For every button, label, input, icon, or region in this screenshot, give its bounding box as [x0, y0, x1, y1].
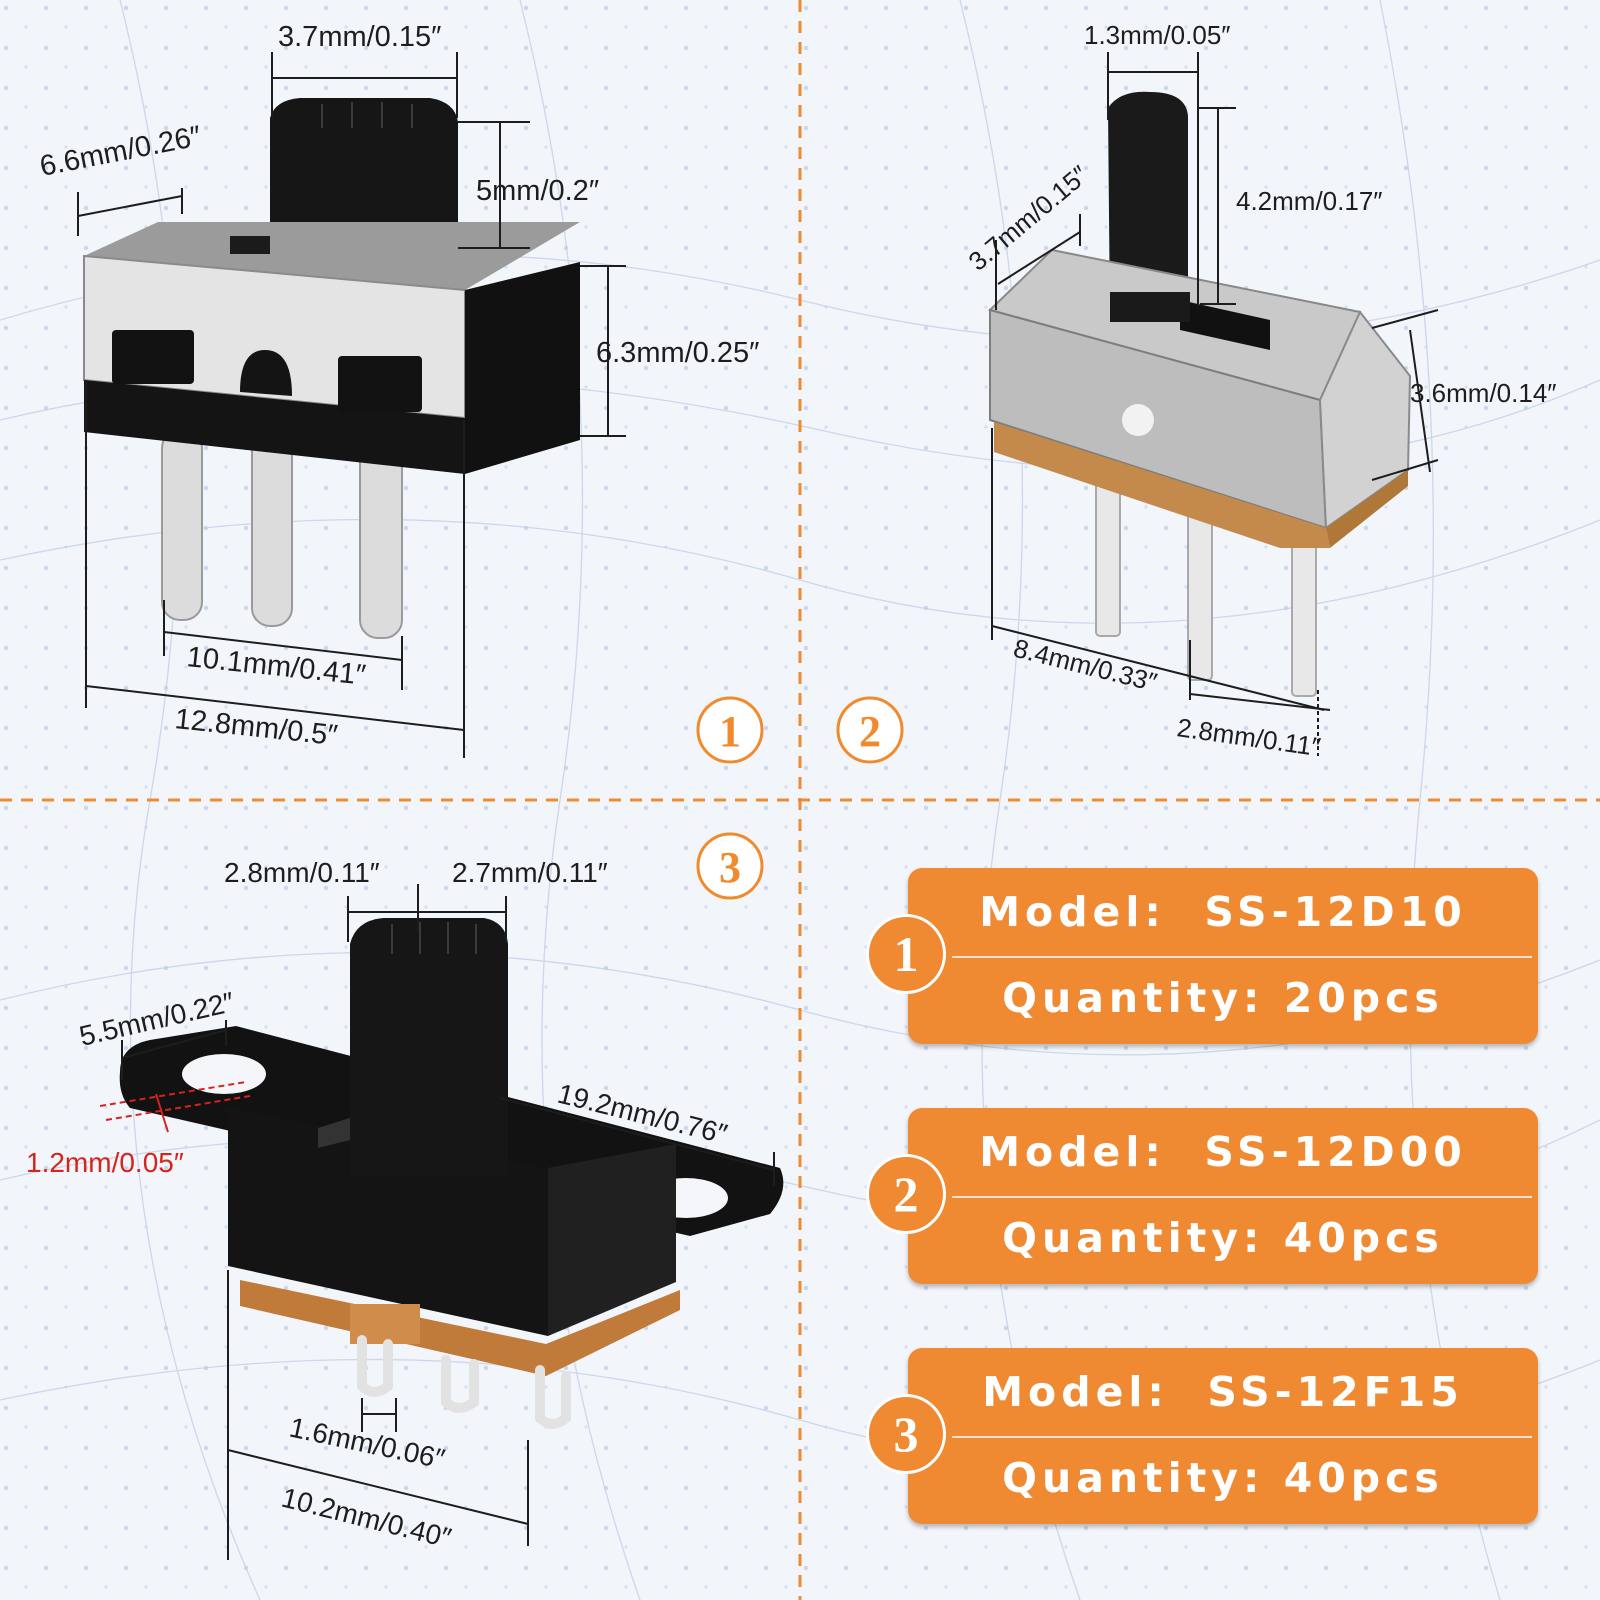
svg-text:2: 2 [859, 707, 881, 756]
quantity-label: Quantity: [1002, 974, 1265, 1022]
model-value: SS-12D10 [1204, 888, 1467, 936]
model-value: SS-12F15 [1207, 1368, 1464, 1416]
card-divider [952, 1436, 1532, 1438]
switch-2-illustration: 1.3mm/0.05″ 3.7mm/0.15″ 4.2mm/0.17″ 3.6m… [836, 20, 1557, 764]
dim-knob-width: 1.3mm/0.05″ [1084, 20, 1231, 50]
card-divider [952, 956, 1532, 958]
model-value: SS-12D00 [1204, 1128, 1467, 1176]
card-badge: 2 [866, 1154, 946, 1234]
quantity-value: 40pcs [1283, 1454, 1444, 1502]
quantity-row: Quantity: 20pcs [908, 974, 1538, 1022]
model-label: Model: [982, 1368, 1169, 1416]
quantity-label: Quantity: [1002, 1214, 1265, 1262]
model-card-3: Model: SS-12F15 Quantity: 40pcs 3 [866, 1348, 1538, 1524]
dim-knob-height: 5mm/0.2″ [476, 175, 599, 207]
dim-body-height: 6.3mm/0.25″ [596, 337, 759, 369]
dim-body-length: 12.8mm/0.5″ [173, 703, 339, 752]
svg-text:1: 1 [719, 707, 741, 756]
switch-1-illustration: 3.7mm/0.15″ 6.6mm/0.26″ 5mm/0.2″ 6.3mm/0… [37, 21, 764, 764]
model-row: Model: SS-12F15 [908, 1368, 1538, 1416]
dim-knob-width-b: 2.7mm/0.11″ [452, 857, 608, 888]
dim-body-height: 3.6mm/0.14″ [1410, 378, 1557, 408]
panel-1-badge: 1 [696, 696, 764, 764]
model-card-1: Model: SS-12D10 Quantity: 20pcs 1 [866, 868, 1538, 1044]
card-badge: 1 [866, 914, 946, 994]
quantity-row: Quantity: 40pcs [908, 1214, 1538, 1262]
dim-depth: 6.6mm/0.26″ [37, 120, 204, 183]
dim-pin-span: 10.1mm/0.41″ [185, 641, 367, 692]
quantity-value: 40pcs [1283, 1214, 1444, 1262]
panel-2-badge: 2 [836, 696, 904, 764]
model-card-2: Model: SS-12D00 Quantity: 40pcs 2 [866, 1108, 1538, 1284]
model-row: Model: SS-12D00 [908, 1128, 1538, 1176]
dim-knob-width-a: 2.8mm/0.11″ [224, 857, 380, 888]
model-row: Model: SS-12D10 [908, 888, 1538, 936]
dim-hole-diameter: 1.2mm/0.05″ [26, 1147, 184, 1178]
quantity-value: 20pcs [1283, 974, 1444, 1022]
card-divider [952, 1196, 1532, 1198]
panel-3-badge: 3 [696, 832, 764, 900]
dim-pin-pitch: 2.8mm/0.11″ [1175, 712, 1322, 762]
svg-text:3: 3 [719, 843, 741, 892]
dim-body-length: 10.2mm/0.40″ [279, 1482, 455, 1554]
model-label: Model: [979, 888, 1166, 936]
quantity-row: Quantity: 40pcs [908, 1454, 1538, 1502]
card-badge: 3 [866, 1394, 946, 1474]
dim-body-length: 8.4mm/0.33″ [1011, 633, 1160, 698]
switch-3-illustration: 2.8mm/0.11″ 2.7mm/0.11″ 5.5mm/0.22″ 1.2m… [26, 832, 784, 1560]
dim-knob-width: 3.7mm/0.15″ [278, 21, 441, 53]
dim-pin-pitch: 1.6mm/0.06″ [287, 1412, 448, 1475]
model-label: Model: [979, 1128, 1166, 1176]
dim-knob-height: 4.2mm/0.17″ [1236, 186, 1383, 216]
quantity-label: Quantity: [1002, 1454, 1265, 1502]
